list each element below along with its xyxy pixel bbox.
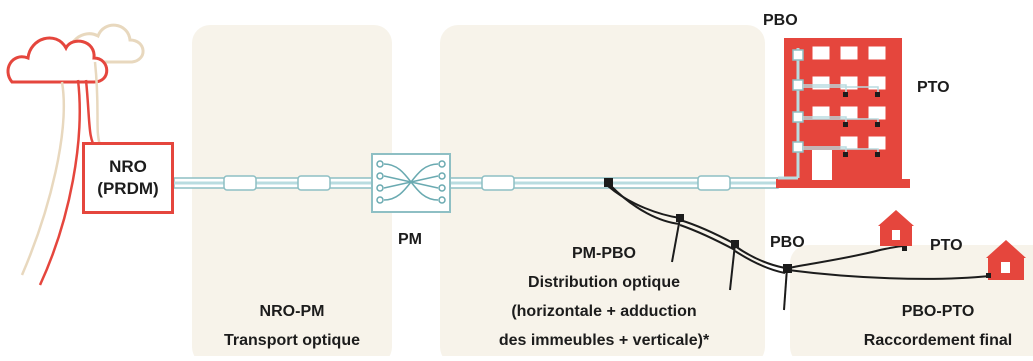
pbo-building-label: PBO <box>763 12 798 29</box>
section-pm-pbo-title: PM-PBO <box>572 245 636 262</box>
section-nro-pm-title: NRO-PM <box>259 303 325 320</box>
nro-label: NRO <box>109 157 147 176</box>
section-pbo-pto-title: PBO-PTO <box>901 303 975 320</box>
pm-label: PM <box>398 231 422 248</box>
panel-pbo-pto <box>790 245 1033 361</box>
house-icon <box>986 240 1026 280</box>
fiber-trunk <box>173 175 779 191</box>
house-icon <box>878 210 914 251</box>
panel-pm-pbo <box>440 25 765 361</box>
section-pm-pbo-detail-2: des immeubles + verticale)* <box>498 332 710 349</box>
section-pm-pbo-detail-1: (horizontale + adduction <box>511 303 697 320</box>
splitter-icon <box>371 153 451 213</box>
prdm-label: (PRDM) <box>97 179 159 198</box>
building-icon <box>776 38 910 188</box>
backbone-curves <box>20 61 102 286</box>
utility-pole-icon <box>671 214 792 311</box>
section-pbo-pto-subtitle: Raccordement final <box>863 332 1013 349</box>
cloud-icon <box>6 23 145 84</box>
nro-box: NRO (PRDM) <box>82 142 174 214</box>
pto-building-label: PTO <box>917 79 950 96</box>
section-nro-pm-subtitle: Transport optique <box>224 332 360 349</box>
section-pm-pbo-subtitle: Distribution optique <box>528 274 680 291</box>
pbo-street-label: PBO <box>770 234 805 251</box>
panel-nro-pm <box>192 25 392 361</box>
junction-node <box>604 178 613 187</box>
pto-house-label: PTO <box>930 237 963 254</box>
